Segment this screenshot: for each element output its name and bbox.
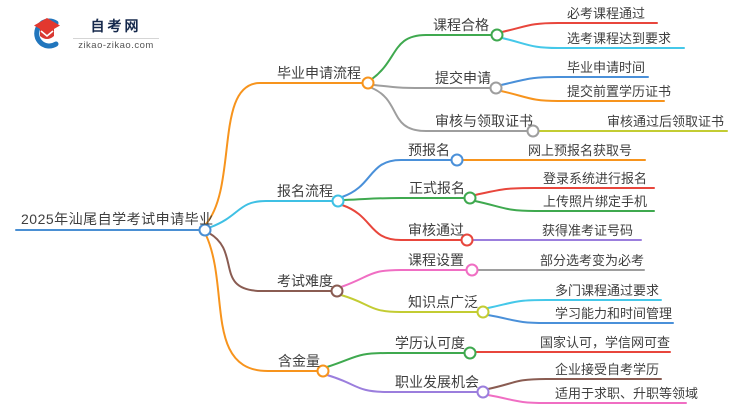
node-course-pass[interactable]: 课程合格 — [433, 17, 489, 33]
edge-pre-registration — [341, 159, 453, 198]
edge-study-time-management — [487, 314, 674, 324]
edge-course-setup — [340, 269, 467, 288]
edge-course-pass — [371, 34, 492, 80]
node-exam-difficulty[interactable]: 考试难度 — [277, 273, 333, 289]
graduation-cap-logo-icon — [34, 18, 60, 49]
node-diploma-recognition[interactable]: 学历认可度 — [395, 335, 465, 351]
node-required-courses-pass[interactable]: 必考课程通过 — [567, 6, 646, 21]
edge-submit-application — [373, 84, 491, 89]
node-handle-formal-registration[interactable] — [463, 191, 477, 205]
edge-exam-difficulty — [208, 232, 332, 292]
node-formal-registration[interactable]: 正式报名 — [409, 180, 465, 196]
node-login-system-register[interactable]: 登录系统进行报名 — [543, 171, 648, 186]
node-electives-become-required[interactable]: 部分选考变为必考 — [540, 253, 645, 268]
edge-career-opportunities — [326, 374, 478, 393]
edge-formal-registration — [343, 197, 465, 201]
node-review-passed[interactable]: 审核通过 — [408, 222, 464, 238]
node-multiple-courses-requirement[interactable]: 多门课程通过要求 — [555, 283, 660, 298]
edge-enterprises-accept — [487, 378, 662, 390]
edge-value — [205, 234, 318, 372]
node-elective-courses-meet[interactable]: 选考课程达到要求 — [567, 31, 672, 46]
node-course-setup[interactable]: 课程设置 — [408, 252, 464, 268]
node-enterprises-accept[interactable]: 企业接受自考学历 — [555, 362, 660, 377]
edge-prior-diploma — [500, 90, 665, 102]
node-pre-registration[interactable]: 预报名 — [408, 142, 450, 158]
edge-graduation-apply-flow — [205, 82, 363, 225]
logo-divider — [73, 37, 159, 39]
node-online-prereg-number[interactable]: 网上预报名获取号 — [528, 143, 633, 158]
node-handle-graduation-apply-flow[interactable] — [361, 76, 375, 90]
node-application-time[interactable]: 毕业申请时间 — [567, 60, 646, 75]
edge-login-system-register — [474, 187, 655, 196]
node-handle-exam-difficulty[interactable] — [330, 284, 344, 298]
node-handle-broad-knowledge[interactable] — [476, 305, 490, 319]
node-broad-knowledge[interactable]: 知识点广泛 — [408, 294, 478, 310]
node-upload-photo-bind-phone[interactable]: 上传照片绑定手机 — [543, 194, 648, 209]
node-root[interactable]: 2025年汕尾自学考试申请毕业 — [21, 211, 214, 227]
node-handle-diploma-recognition[interactable] — [463, 346, 477, 360]
node-value[interactable]: 含金量 — [278, 353, 320, 369]
node-handle-review-passed[interactable] — [460, 233, 474, 247]
edge-review-passed — [341, 204, 462, 241]
node-study-time-management[interactable]: 学习能力和时间管理 — [555, 306, 673, 321]
node-certificate-after-review[interactable]: 审核通过后领取证书 — [607, 114, 725, 129]
node-national-recognition[interactable]: 国家认可，学信网可查 — [540, 335, 671, 350]
edge-multiple-courses-requirement — [487, 299, 662, 309]
edge-registration-flow — [210, 200, 333, 228]
node-handle-submit-application[interactable] — [489, 81, 503, 95]
node-career-opportunities[interactable]: 职业发展机会 — [395, 374, 479, 390]
site-name: 自考网 — [90, 17, 142, 34]
edge-application-time — [500, 76, 649, 86]
edge-upload-photo-bind-phone — [474, 200, 655, 212]
node-handle-value[interactable] — [316, 364, 330, 378]
edge-required-courses-pass — [501, 22, 658, 33]
node-handle-pre-registration[interactable] — [450, 153, 464, 167]
edge-elective-courses-meet — [501, 37, 685, 49]
node-graduation-apply-flow[interactable]: 毕业申请流程 — [277, 65, 361, 81]
node-submit-application[interactable]: 提交申请 — [435, 70, 491, 86]
node-handle-career-opportunities[interactable] — [476, 385, 490, 399]
node-admission-ticket-number[interactable]: 获得准考证号码 — [542, 223, 634, 238]
node-handle-root[interactable] — [198, 223, 212, 237]
node-job-promotion-fields[interactable]: 适用于求职、升职等领域 — [555, 386, 699, 401]
node-prior-diploma[interactable]: 提交前置学历证书 — [567, 84, 672, 99]
edge-broad-knowledge — [340, 294, 478, 313]
site-url: zikao-zikao.com — [78, 39, 154, 51]
node-review-and-certificate[interactable]: 审核与领取证书 — [435, 113, 533, 129]
node-handle-course-setup[interactable] — [465, 263, 479, 277]
node-handle-course-pass[interactable] — [490, 28, 504, 42]
edge-review-and-certificate — [371, 87, 528, 132]
site-logo[interactable]: 自考网 zikao-zikao.com — [30, 15, 159, 51]
edge-diploma-recognition — [326, 352, 465, 368]
edge-job-promotion-fields — [487, 394, 687, 404]
node-handle-registration-flow[interactable] — [331, 194, 345, 208]
node-handle-review-and-certificate[interactable] — [526, 124, 540, 138]
node-registration-flow[interactable]: 报名流程 — [277, 183, 333, 199]
